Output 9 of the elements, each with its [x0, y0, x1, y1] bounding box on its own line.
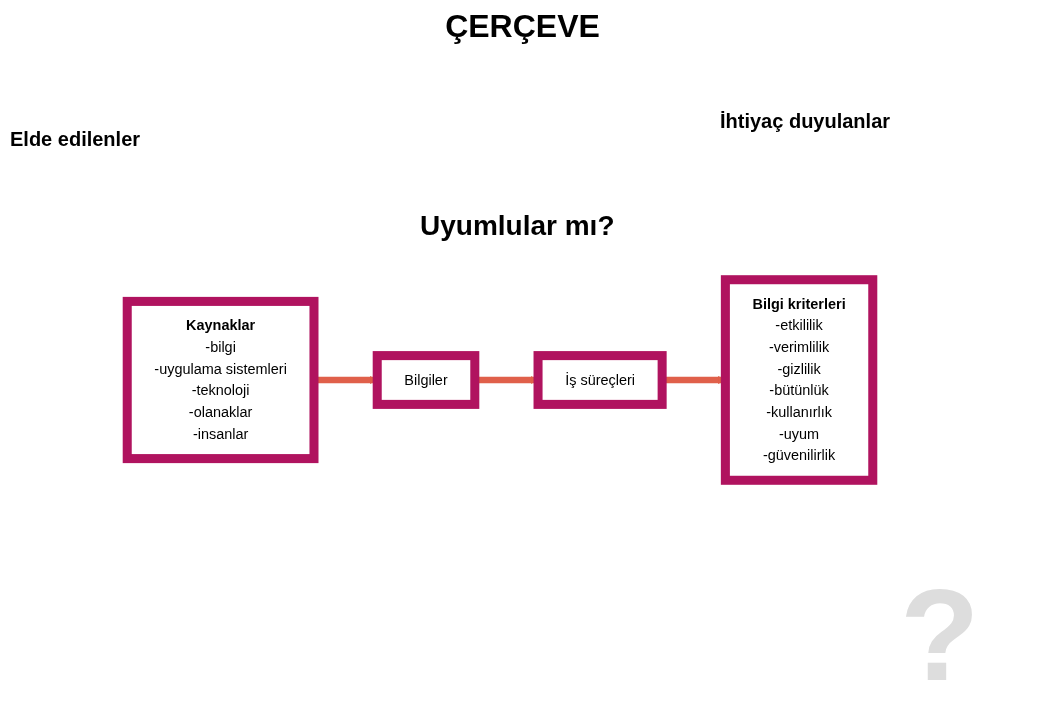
diagram-title: ÇERÇEVE — [444, 8, 601, 45]
node-box: Kaynaklar -bilgi -uygulama sistemleri -teknoloji -olanaklar -insanlar — [122, 296, 319, 464]
note-text: İhtiyaç duyulanlar — [720, 110, 891, 133]
node-box: İş süreçleri — [533, 351, 667, 409]
node-box: Bilgiler — [372, 351, 480, 409]
note-text: Elde edilenler — [10, 128, 141, 151]
node-box: Bilgi kriterleri -etkililik -verimlilik -gizlilik -bütünlük -kullanırlık -uyum -güvenilirlik — [720, 275, 878, 485]
note-text: Uyumlular mı? — [420, 210, 615, 242]
question-mark: ? — [900, 561, 980, 707]
